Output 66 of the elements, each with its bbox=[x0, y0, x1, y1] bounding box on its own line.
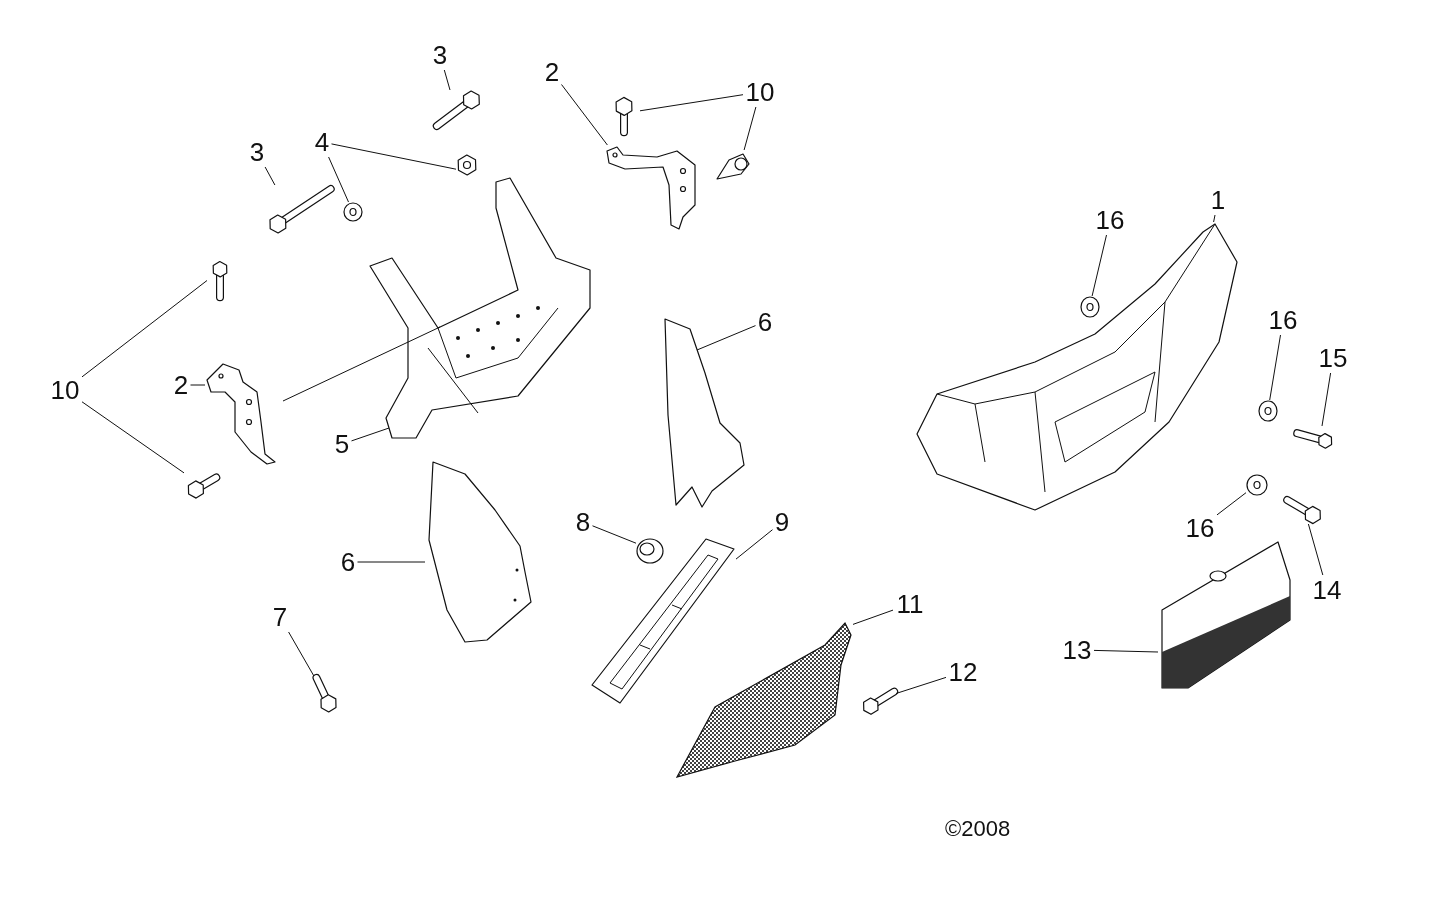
leader-line bbox=[1216, 492, 1247, 516]
callout-number: 2 bbox=[171, 370, 191, 400]
washer-drawing bbox=[1258, 400, 1278, 422]
leader-line bbox=[81, 280, 208, 378]
copyright-notice: ©2008 bbox=[945, 816, 1011, 842]
callout-number: 16 bbox=[1093, 205, 1127, 235]
leader-line bbox=[735, 529, 773, 560]
leader-line bbox=[852, 609, 894, 625]
callout-number: 3 bbox=[430, 40, 450, 70]
callout-number: 11 bbox=[893, 589, 927, 619]
callout-number: 5 bbox=[332, 429, 352, 459]
leader-line bbox=[328, 156, 349, 203]
leader-line bbox=[331, 143, 457, 170]
bolt-drawing bbox=[268, 185, 334, 235]
callout-number: 9 bbox=[772, 507, 792, 537]
grommet-drawing bbox=[636, 538, 664, 564]
bolt-drawing bbox=[1284, 494, 1324, 524]
leader-line bbox=[282, 326, 441, 402]
push-clip-drawing bbox=[715, 150, 751, 182]
bumper-frame-drawing bbox=[368, 178, 592, 440]
callout-number: 4 bbox=[312, 127, 332, 157]
nut-drawing bbox=[456, 154, 478, 176]
callout-number: 14 bbox=[1310, 575, 1344, 605]
bolt-drawing bbox=[1294, 426, 1334, 450]
callout-number: 7 bbox=[270, 602, 290, 632]
leader-line bbox=[190, 384, 206, 386]
leader-line bbox=[696, 325, 756, 351]
washer-drawing bbox=[343, 202, 363, 222]
leader-line bbox=[288, 631, 315, 677]
callout-number: 16 bbox=[1266, 305, 1300, 335]
callout-number: 10 bbox=[48, 375, 82, 405]
callout-number: 8 bbox=[573, 507, 593, 537]
leader-line bbox=[81, 401, 185, 474]
leader-line bbox=[1093, 649, 1159, 653]
callout-number: 6 bbox=[338, 547, 358, 577]
callout-number: 15 bbox=[1316, 343, 1350, 373]
callout-number: 10 bbox=[743, 77, 777, 107]
leader-line bbox=[1091, 234, 1107, 297]
washer-drawing bbox=[1080, 296, 1100, 318]
leader-line bbox=[264, 166, 276, 186]
leader-line bbox=[1269, 334, 1281, 401]
mounting-bracket-drawing bbox=[605, 145, 697, 230]
leader-line bbox=[351, 427, 390, 442]
callout-number: 2 bbox=[542, 57, 562, 87]
leader-line bbox=[443, 69, 451, 91]
bolt-drawing bbox=[432, 90, 480, 130]
leader-line bbox=[561, 84, 608, 146]
callout-number: 3 bbox=[247, 137, 267, 167]
callout-number: 16 bbox=[1183, 513, 1217, 543]
leader-line bbox=[895, 676, 947, 694]
callout-number: 12 bbox=[946, 657, 980, 687]
grille-drawing bbox=[1158, 540, 1292, 690]
leader-line bbox=[1307, 523, 1324, 576]
leader-line bbox=[743, 106, 757, 151]
callout-number: 13 bbox=[1060, 635, 1094, 665]
leader-line bbox=[1213, 214, 1216, 223]
leader-line bbox=[1321, 372, 1332, 427]
bolt-drawing bbox=[860, 686, 896, 714]
side-panel-drawing bbox=[425, 460, 533, 644]
leader-line bbox=[357, 561, 426, 563]
callout-number: 1 bbox=[1208, 185, 1228, 215]
leader-line bbox=[639, 94, 744, 112]
mounting-bracket-drawing bbox=[205, 362, 277, 466]
washer-drawing bbox=[1246, 474, 1268, 496]
callout-number: 6 bbox=[755, 307, 775, 337]
leader-line bbox=[592, 525, 637, 544]
